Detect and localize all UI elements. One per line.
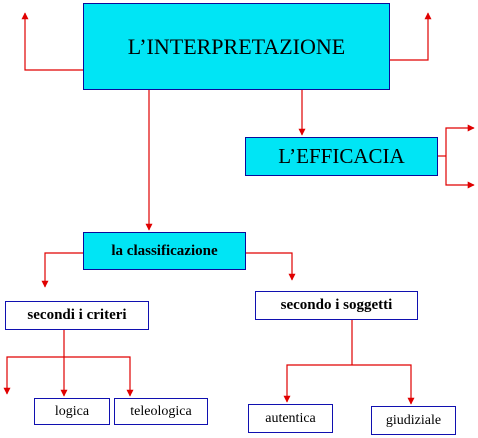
node-logica: logica [34,398,110,425]
connector-classificazione-criteri [41,252,83,288]
node-soggetti: secondo i soggetti [255,291,418,320]
connector-efficacia-down [445,156,475,189]
connector-main-left [21,12,83,71]
connector-criteri-teleologica [64,356,134,397]
node-giudiziale: giudiziale [371,406,456,435]
node-efficacia: L’EFFICACIA [245,137,438,176]
node-autentica: autentica [248,404,333,433]
connector-criteri-left [3,356,64,395]
node-criteri: secondi i criteri [5,301,149,330]
connector-soggetti-autentica [283,364,352,403]
node-classificazione: la classificazione [83,232,246,270]
node-interpretazione: L’INTERPRETAZIONE [83,3,390,90]
connector-classificazione-soggetti [246,252,296,281]
node-teleologica: teleologica [114,398,208,425]
connector-efficacia-up [445,124,475,156]
connector-soggetti-giudiziale [352,364,415,405]
connector-main-right [390,12,432,61]
